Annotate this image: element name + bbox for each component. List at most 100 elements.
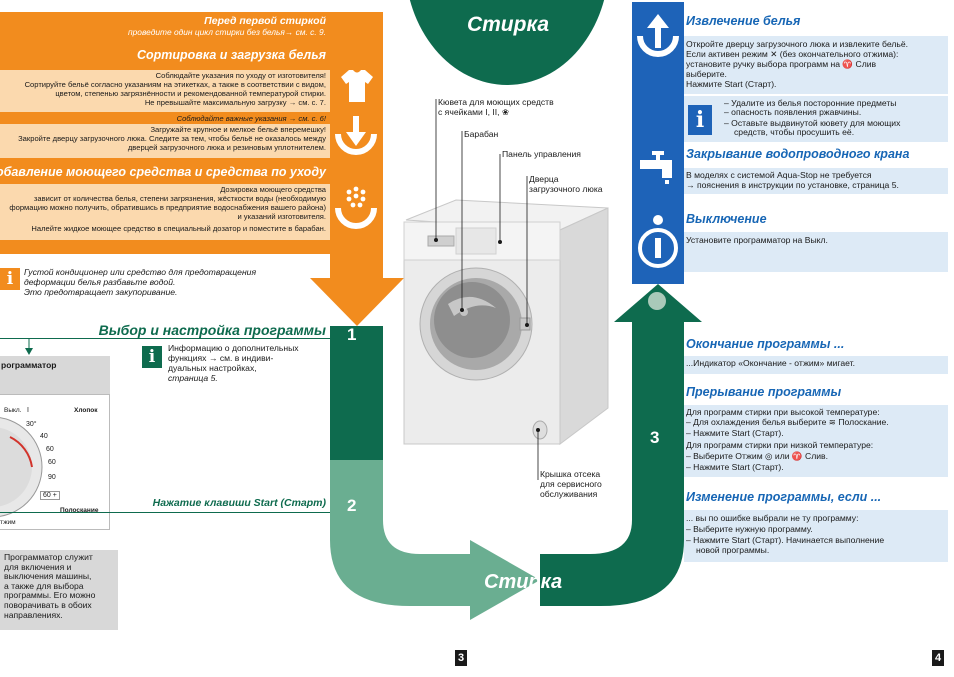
info-line: функциях → см. в индиви- (168, 353, 274, 363)
desc-line: для включения и (4, 561, 72, 572)
dial-t60b: 60 (48, 459, 56, 466)
unload-tip: – опасность появления ржавчины. (724, 107, 862, 117)
unload-tip: средств, чтобы просушить её. (734, 127, 855, 137)
divider (0, 512, 330, 513)
info-line: дуальных настройках, (168, 363, 257, 373)
dial-spin: тжим (0, 519, 16, 526)
unload-line: Нажмите Start (Старт). (686, 79, 777, 89)
page-number-right: 4 (932, 650, 944, 666)
unload-tip: – Оставьте выдвинутой кювету для моющих (724, 118, 901, 128)
info-icon: i (0, 268, 20, 290)
interrupt-title: Прерывание программы (686, 385, 842, 399)
detergent-line: Налейте жидкое моющее средство в специал… (31, 224, 326, 233)
interrupt-box (684, 405, 948, 477)
sorting-line: Не превышайте максимальную загрузку → см… (144, 98, 326, 107)
unload-line: Откройте дверцу загрузочного люка и извл… (686, 39, 908, 49)
tap-box (684, 168, 948, 194)
load-text-box: Загружайте крупное и мелкое бельё вперем… (0, 124, 330, 158)
change-line: ... вы по ошибке выбрали не ту программу… (686, 513, 859, 523)
end-title: Окончание программы ... (686, 337, 845, 351)
label-dispenser: Кювета для моющих средств (438, 97, 554, 107)
info-line: страница 5. (168, 373, 218, 383)
label-drum: Барабан (464, 129, 499, 139)
shirt-icon (341, 70, 373, 102)
programmer-desc-box: Программатор служит для включения и выкл… (0, 550, 118, 630)
dial-t40: 40 (40, 433, 48, 440)
tap-line: → пояснения в инструкции по установке, с… (686, 180, 899, 190)
desc-line: а также для выбора (4, 580, 84, 591)
wash-title-bottom: Стирка (484, 571, 563, 593)
desc-line: Программатор служит (4, 552, 93, 562)
label-panel: Панель управления (502, 149, 581, 159)
load-line: Закройте дверцу загрузочного люка. Следи… (18, 134, 326, 143)
load-line: дверцей загрузочного люка и резиновым уп… (127, 143, 326, 152)
power-off-icon (638, 215, 678, 268)
off-box (684, 232, 948, 272)
unload-line: выберите. (686, 69, 727, 79)
softener-line: Густой кондиционер или средство для пред… (24, 267, 257, 277)
start-key-label: Нажатие клавиши Start (Старт) (152, 497, 326, 509)
dial-t90: 90 (48, 474, 56, 481)
unload-tips-box (684, 96, 948, 142)
wash-title-top: Стирка (466, 13, 550, 36)
unload-line: установите ручку выбора программ на ♈ Сл… (686, 59, 877, 69)
unload-line: Если активен режим ✕ (без окончательного… (686, 49, 899, 59)
sorting-line: цветом, степенью загрязнённости и рекоме… (55, 89, 326, 98)
sorting-text-box: Соблюдайте указания по уходу от изготови… (0, 70, 330, 112)
dial-cotton: Хлопок (74, 407, 98, 414)
interrupt-line: – Нажмите Start (Старт). (686, 428, 784, 438)
unload-arrow-icon (637, 14, 679, 57)
end-line: ...Индикатор «Окончание - отжим» мигает. (686, 358, 856, 368)
info-icon: i (688, 105, 712, 135)
info-icon: i (142, 346, 162, 368)
detergent-line: Дозировка моющего средства (220, 185, 326, 194)
load-arrow-icon (335, 116, 377, 155)
label-service: для сервисного (540, 479, 602, 489)
sorting-line: Сортируйте бельё согласно указаниям на э… (24, 80, 326, 89)
program-title: Выбор и настройка программы (98, 322, 326, 338)
change-title: Изменение программы, если ... (686, 490, 882, 504)
info-line: Информацию о дополнительных (168, 343, 299, 353)
water-tap-icon (640, 151, 672, 184)
off-title: Выключение (686, 212, 767, 226)
interrupt-line: – Для охлаждения белья выберите ≋ Полоск… (686, 417, 889, 427)
load-line: Загружайте крупное и мелкое бельё вперем… (150, 125, 326, 134)
page-number-left: 3 (455, 650, 467, 666)
divider (0, 338, 330, 339)
detergent-icon (335, 186, 377, 229)
orange-arrow-head (310, 278, 404, 326)
softener-line: деформации белья разбавьте водой. (24, 277, 176, 287)
dial-t30: 30° (26, 421, 37, 428)
washing-machine-illustration (403, 199, 609, 445)
desc-line: выключения машины, (4, 571, 92, 582)
tap-line: В моделях с системой Aqua-Stop не требуе… (686, 170, 872, 180)
label-service: обслуживания (540, 489, 598, 499)
sorting-title: Сортировка и загрузка белья (136, 48, 326, 62)
dial-off-mark: I (27, 407, 29, 414)
change-line: – Выберите нужную программу. (686, 524, 813, 534)
desc-line: направлениях. (4, 609, 63, 620)
programmer-dial[interactable]: Выкл. I Хлопок 30° 40 60 60 90 60 + Поло… (0, 394, 110, 530)
softener-line: Это предотвращает закупоривание. (24, 287, 178, 297)
desc-line: программы. Его можно (4, 590, 96, 601)
change-line: новой программы. (696, 545, 770, 555)
detergent-line: и указаний изготовителя. (237, 212, 326, 221)
desc-line: поворачивать в обоих (4, 599, 92, 610)
step-number-1: 1 (347, 325, 357, 344)
change-box (684, 510, 948, 562)
dial-t60: 60 (46, 446, 54, 453)
interrupt-line: Для программ стирки при высокой температ… (686, 407, 880, 417)
detergent-title: обавление моющего средства и средства по… (0, 165, 326, 179)
load-note: Соблюдайте важные указания → см. с. 6! (176, 114, 326, 123)
unload-tip: – Удалите из белья посторонние предметы (724, 98, 897, 108)
detergent-line: зависит от количества белья, степени заг… (33, 194, 326, 203)
dial-t60plus: 60 + (40, 491, 60, 500)
sorting-line: Соблюдайте указания по уходу от изготови… (155, 71, 326, 80)
programmer-header: рограмматор (0, 356, 110, 394)
interrupt-line: – Нажмите Start (Старт). (686, 462, 784, 472)
first-wash-note: проведите один цикл стирки без белья→ см… (128, 27, 326, 37)
label-service: Крышка отсека (540, 469, 601, 479)
orange-section: Перед первой стиркой проведите один цикл… (0, 12, 330, 254)
